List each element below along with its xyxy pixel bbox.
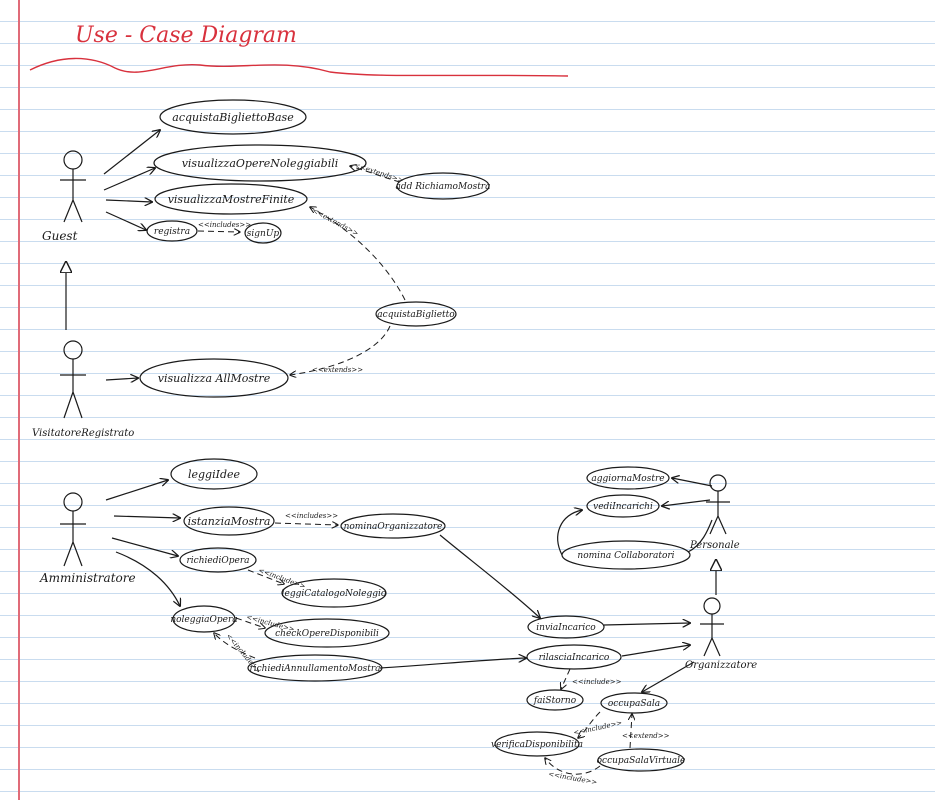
stereotype-includes: <<includes>> [198,221,251,229]
stereotype-include: <<include>> [245,613,295,634]
uc-acquista-biglietto: acquistaBiglietto [375,301,457,327]
uc-nomina-organizzatore: nominaOrganizzatore [340,513,446,539]
svg-text:rilasciaIncarico: rilasciaIncarico [539,653,610,663]
dependencies [197,166,632,775]
svg-text:inviaIncarico: inviaIncarico [536,623,596,633]
svg-text:visualizzaOpereNoleggiabili: visualizzaOpereNoleggiabili [182,157,339,170]
stereotype-include: <<include>> [548,770,598,786]
stereotype-extend: <<extend>> [622,732,670,740]
actor-visitatore: VisitatoreRegistrato [32,340,134,439]
stereotype-extends: <<extends>> [311,207,360,238]
svg-text:verificaDisponibilita: verificaDisponibilita [491,740,583,750]
svg-text:vediIncarichi: vediIncarichi [593,502,653,512]
margin-line [18,0,20,800]
actor-label-visitatore: VisitatoreRegistrato [32,428,134,439]
uc-acquista-biglietto-base: acquistaBigliettoBase [159,99,307,135]
svg-text:registra: registra [154,227,190,237]
svg-text:visualizza AllMostre: visualizza AllMostre [158,372,271,385]
actor-guest: Guest [42,150,86,243]
uc-visualizza-opere-noleggiabili: visualizzaOpereNoleggiabili [153,144,367,182]
stereotype-include: <<include>> [257,566,306,590]
uc-leggi-catalogo-noleggio: leggiCatalogoNoleggio [281,578,387,608]
stereotype-includes: <<includes>> [285,512,338,520]
uc-vedi-incarichi: vediIncarichi [586,494,660,518]
uc-richiedi-opera: richiediOpera [179,547,257,573]
svg-text:leggiCatalogoNoleggio: leggiCatalogoNoleggio [282,589,387,599]
uc-noleggia-opera: noleggiaOpera [170,605,238,633]
uc-add-richiamo-mostra: add RichiamoMostra [396,172,491,200]
uc-istanzia-mostra: istanziaMostra [183,506,275,536]
uc-aggiorna-mostre: aggiornaMostre [586,466,670,490]
uc-visualizza-all-mostre: visualizza AllMostre [139,358,289,398]
svg-text:noleggiaOpera: noleggiaOpera [170,615,237,625]
stereotype-extends: <<extends>> [353,161,404,184]
svg-text:leggiIdee: leggiIdee [188,468,241,481]
svg-text:acquistaBigliettoBase: acquistaBigliettoBase [172,111,294,124]
actor-label-guest: Guest [42,229,78,243]
uc-occupa-sala-virtuale: occupaSalaVirtuale [597,748,686,772]
svg-text:aggiornaMostre: aggiornaMostre [591,474,664,484]
actor-personale: Personale [689,474,740,551]
uc-nomina-collaboratori: nomina Collaboratori [561,540,691,570]
title-underline [29,57,569,77]
svg-text:visualizzaMostreFinite: visualizzaMostreFinite [168,193,295,206]
svg-text:acquistaBiglietto: acquistaBiglietto [377,310,455,320]
stereotype-include: <<include>> [572,678,622,686]
actor-organizzatore: Organizzatore [685,597,757,671]
actor-label-organizzatore: Organizzatore [685,660,757,671]
uc-check-opera-disponibili: checkOpereDisponibili [264,618,390,648]
svg-text:checkOpereDisponibili: checkOpereDisponibili [275,629,379,639]
uc-occupa-sala: occupaSala [600,692,668,714]
uc-fai-storno: faiStorno [526,689,584,711]
svg-text:nominaOrganizzatore: nominaOrganizzatore [344,522,443,532]
uc-registra: registra [146,220,198,242]
svg-text:occupaSalaVirtuale: occupaSalaVirtuale [597,756,686,766]
uc-richiedi-annullamento-mostra: richiediAnnullamentoMostra [247,654,383,682]
stereotype-include: <<include>> [224,632,262,675]
associations [103,130,713,692]
stereotype-include: <<include>> [573,719,623,737]
actor-amministratore: Amministratore [39,492,136,585]
uc-invia-incarico: inviaIncarico [527,615,605,639]
uc-sign-up: signUp [244,222,282,244]
actor-label-amministratore: Amministratore [39,571,136,585]
uc-leggi-idee: leggiIdee [170,458,258,490]
svg-text:richiediAnnullamentoMostra: richiediAnnullamentoMostra [249,664,380,674]
uc-visualizza-mostre-finite: visualizzaMostreFinite [154,183,308,215]
svg-text:occupaSala: occupaSala [608,699,660,709]
svg-text:faiStorno: faiStorno [533,696,577,706]
svg-text:nomina Collaboratori: nomina Collaboratori [577,551,674,561]
svg-text:richiediOpera: richiediOpera [187,556,250,566]
actor-label-personale: Personale [689,540,740,551]
svg-text:add RichiamoMostra: add RichiamoMostra [396,182,491,192]
diagram-title: Use - Case Diagram [75,23,297,48]
uc-verifica-disponibilita: verificaDisponibilita [491,731,583,757]
uc-rilascia-incarico: rilasciaIncarico [526,644,622,670]
svg-text:signUp: signUp [247,229,280,239]
stereotype-extends: <<extends>> [312,366,363,374]
svg-text:istanziaMostra: istanziaMostra [188,515,271,528]
